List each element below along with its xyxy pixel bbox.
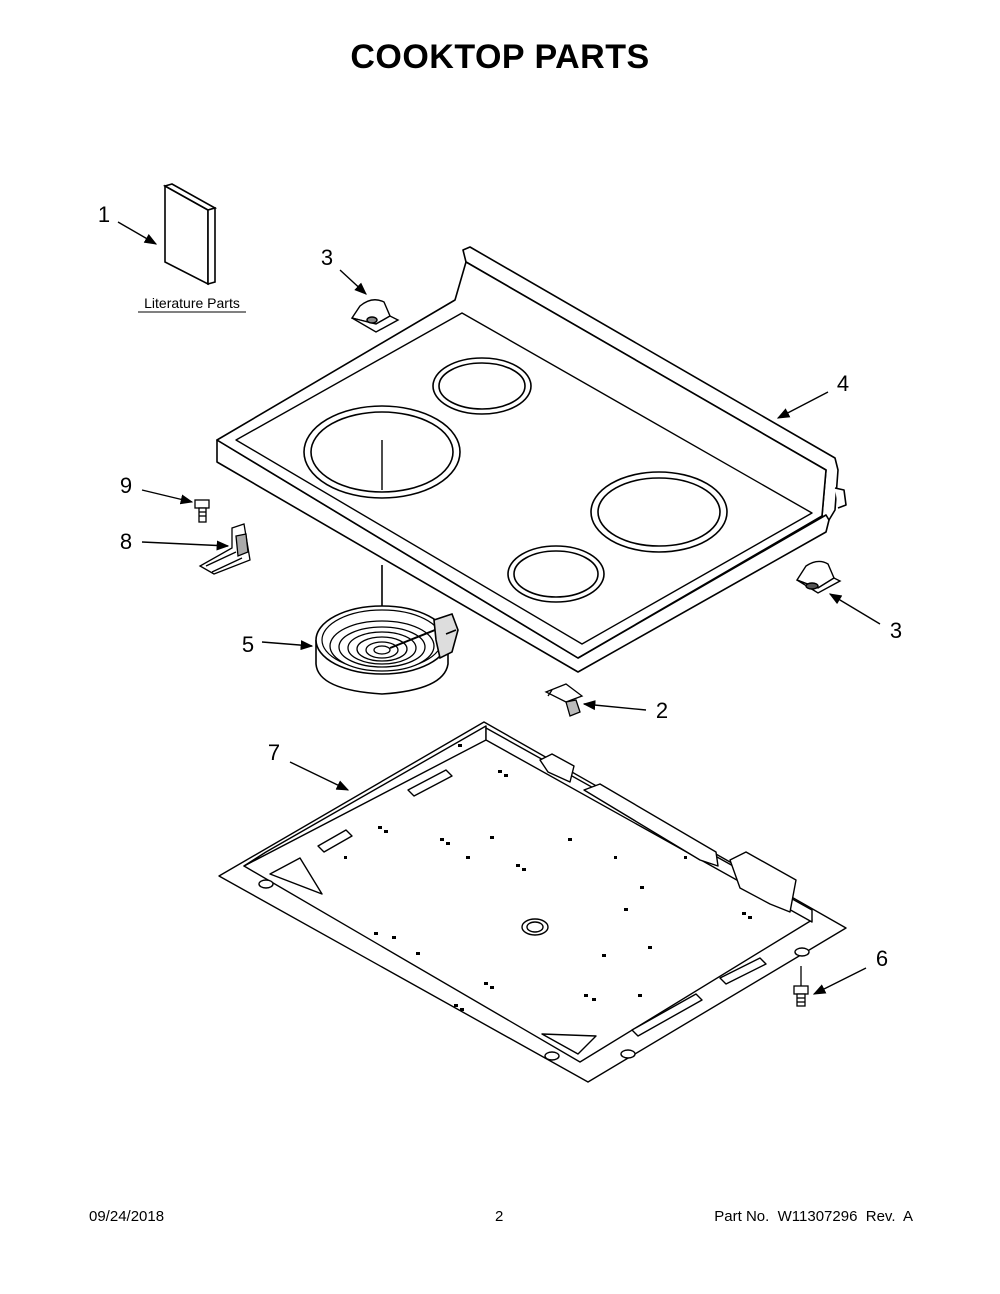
screw-part-6 xyxy=(793,966,809,1007)
cooktop-main-top xyxy=(216,246,847,673)
leader-6 xyxy=(812,967,867,995)
clip-part-2 xyxy=(544,683,584,717)
screw-part-9 xyxy=(194,499,210,523)
callout-7: 7 xyxy=(268,740,280,765)
footer-date: 09/24/2018 xyxy=(89,1208,165,1225)
hold-down-clip-right xyxy=(795,560,842,594)
literature-booklet xyxy=(162,183,218,286)
leader-3-right xyxy=(828,593,881,625)
callout-4: 4 xyxy=(837,371,849,396)
leader-1 xyxy=(117,221,158,245)
callout-6: 6 xyxy=(876,946,888,971)
callout-9: 9 xyxy=(120,473,132,498)
bracket-part-8 xyxy=(198,523,251,575)
leader-5 xyxy=(261,640,314,651)
leader-7 xyxy=(289,761,350,791)
footer-part-number: Part No. W11307296 Rev. A xyxy=(714,1208,913,1225)
leader-2 xyxy=(582,700,647,711)
leader-3-left xyxy=(339,269,367,295)
surface-element-part-5 xyxy=(315,605,459,695)
leader-arrows xyxy=(117,221,881,995)
support-pan-part-7 xyxy=(218,721,847,1083)
callout-3-right: 3 xyxy=(890,618,902,643)
leader-9 xyxy=(141,489,194,505)
callout-8: 8 xyxy=(120,529,132,554)
page-title: COOKTOP PARTS xyxy=(350,38,650,76)
callout-2: 2 xyxy=(656,698,668,723)
literature-parts-label: Literature Parts xyxy=(144,295,240,311)
hold-down-clip-left xyxy=(350,299,400,333)
callout-3-left: 3 xyxy=(321,245,333,270)
callout-1: 1 xyxy=(98,202,110,227)
leader-8 xyxy=(141,540,230,551)
footer-page-number: 2 xyxy=(495,1208,504,1225)
callout-5: 5 xyxy=(242,632,254,657)
leader-4 xyxy=(776,391,829,419)
